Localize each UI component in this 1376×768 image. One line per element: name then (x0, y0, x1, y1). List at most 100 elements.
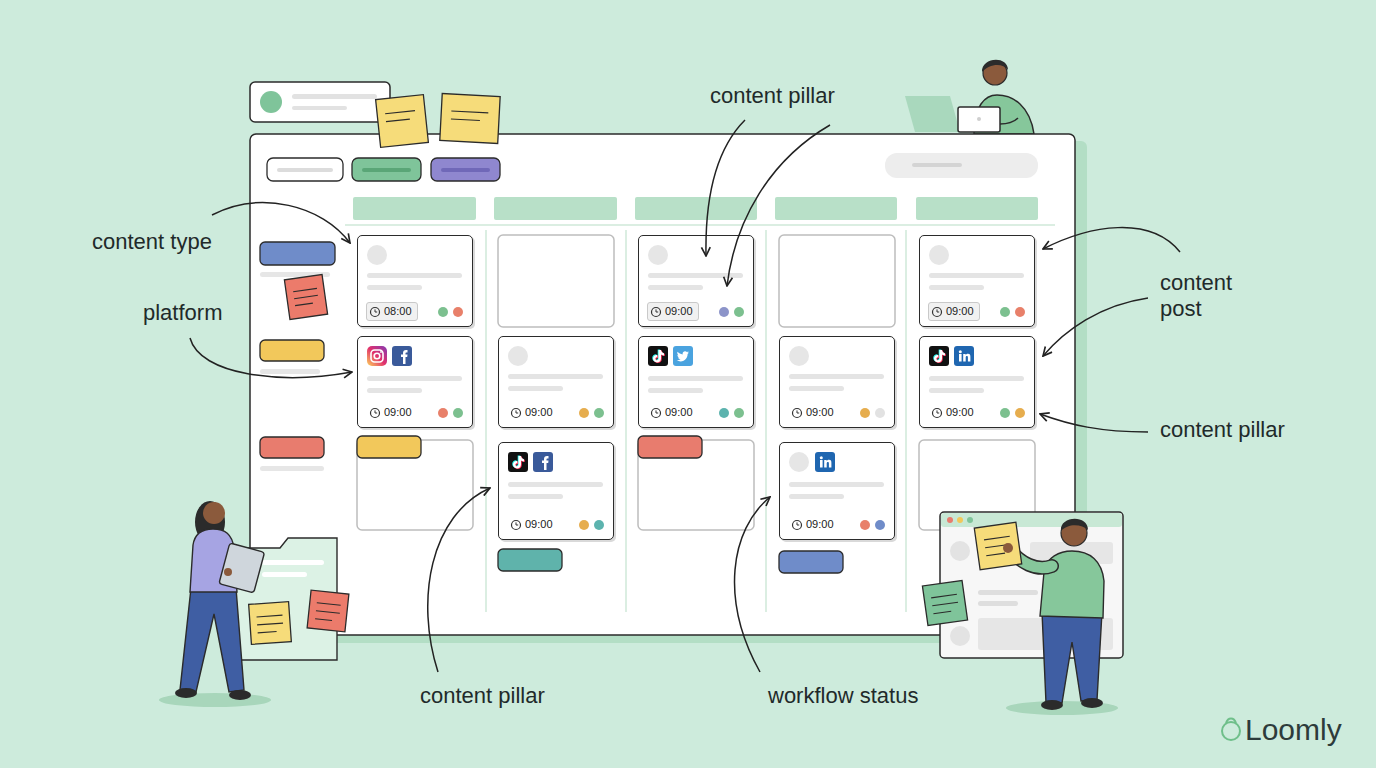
sidebar (260, 369, 320, 374)
person-laptop (905, 60, 1034, 134)
card-decoration (789, 482, 884, 499)
person-man (922, 580, 967, 625)
post-card: 09:00 (638, 336, 754, 428)
card-decoration (933, 308, 942, 317)
person-woman (316, 611, 340, 614)
person-man (931, 594, 957, 598)
card-decoration (929, 273, 1024, 290)
post-time: 09:00 (788, 515, 840, 534)
card-decoration (579, 520, 589, 530)
sticky-note (451, 119, 480, 121)
sidebar (260, 437, 324, 458)
empty-slot (498, 235, 614, 327)
empty-slot (779, 235, 895, 327)
post-card: 09:00 (498, 442, 614, 540)
sidebar (260, 466, 324, 471)
person-man (986, 553, 1005, 556)
leader-arrow (190, 120, 1180, 672)
card-decoration (793, 521, 802, 530)
person-laptop (982, 60, 1008, 72)
leader-arrow (428, 488, 490, 672)
person-man (922, 512, 1123, 715)
person-woman (262, 560, 324, 565)
person-woman (224, 568, 232, 576)
person-woman (203, 502, 225, 524)
person-woman (159, 501, 349, 707)
card-decoration (933, 409, 942, 418)
person-laptop (977, 117, 981, 121)
person-man (984, 536, 1010, 540)
post-time: 09:00 (647, 403, 699, 422)
person-man (922, 580, 967, 625)
card-decoration (673, 346, 693, 366)
person-woman (317, 603, 341, 606)
card-decoration (954, 346, 974, 366)
card-decoration (1015, 307, 1025, 317)
grid-line (485, 230, 487, 612)
card-decoration (860, 520, 870, 530)
card-decoration (367, 346, 387, 366)
sticky-note (376, 95, 429, 148)
card-decoration (1000, 408, 1010, 418)
sidebar (284, 275, 327, 320)
callout-label: content post (1160, 270, 1250, 322)
logo-mark (1226, 719, 1236, 724)
grid-line (765, 230, 767, 612)
person-man (932, 602, 958, 606)
leader-arrow (1043, 228, 1180, 252)
leader-arrow (727, 125, 830, 286)
person-man (1041, 700, 1063, 710)
person-woman (257, 615, 283, 617)
card-decoration (512, 521, 521, 530)
card-decoration (594, 408, 604, 418)
card-decoration (1000, 307, 1010, 317)
card-decoration (508, 482, 603, 499)
card-decoration (789, 452, 809, 472)
person-woman (219, 543, 265, 593)
post-time: 09:00 (507, 515, 559, 534)
person-man (950, 626, 970, 646)
person-woman (249, 602, 292, 645)
card-decoration (875, 520, 885, 530)
sticky-note (440, 94, 500, 144)
logo-text: Loomly (1245, 712, 1342, 748)
toolbar (441, 168, 490, 172)
card-decoration (367, 245, 387, 265)
grid-line (625, 230, 627, 612)
callout-label: content type (92, 229, 212, 255)
card-decoration (594, 520, 604, 530)
person-laptop (905, 96, 960, 132)
card-decoration (508, 452, 528, 472)
post-time: 09:00 (788, 403, 840, 422)
grid-line (345, 224, 1055, 226)
toolbar (352, 158, 421, 181)
person-woman (249, 602, 292, 645)
person-man (974, 522, 1021, 569)
person-man (974, 522, 1021, 569)
person-woman (258, 632, 277, 633)
person-man (941, 513, 1122, 527)
person-man (967, 517, 973, 523)
toolbar (431, 158, 500, 181)
person-woman (262, 572, 307, 577)
person-man (947, 517, 953, 523)
callout-label: content pillar (420, 683, 545, 709)
sticky-note (386, 119, 410, 122)
column-header (916, 197, 1038, 220)
header-card (250, 82, 390, 122)
person-man (1042, 612, 1102, 703)
sidebar (284, 275, 327, 320)
callout-label: content pillar (710, 83, 835, 109)
card-decoration (734, 307, 744, 317)
status-pill (357, 436, 843, 573)
card-decoration (371, 308, 380, 317)
status-pill (638, 436, 702, 458)
post-card: 09:00 (357, 336, 473, 428)
card-decoration (929, 346, 949, 366)
status-pill (498, 549, 562, 571)
post-time: 09:00 (647, 302, 699, 321)
